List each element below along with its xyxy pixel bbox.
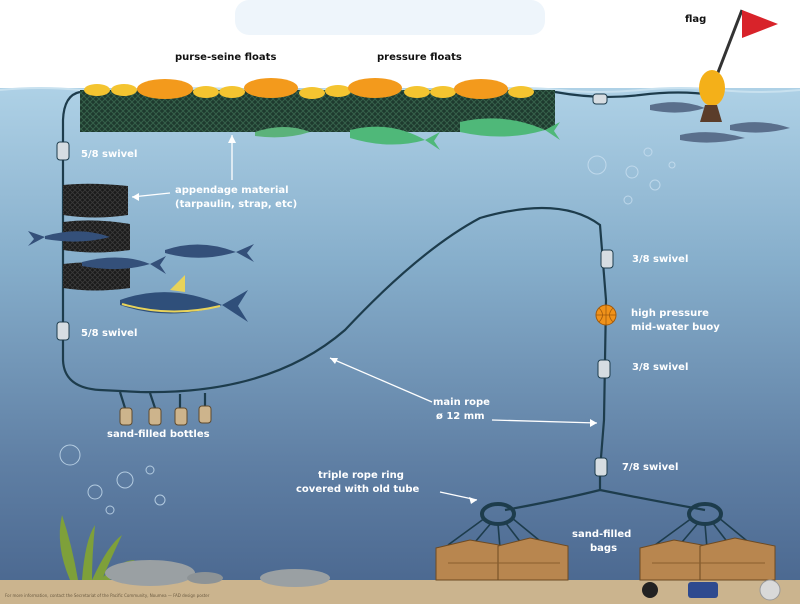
sandbag-icon bbox=[435, 537, 776, 581]
label-swivel-bottom: 7/8 swivel bbox=[622, 462, 678, 473]
label-swivel-top: 5/8 swivel bbox=[81, 149, 137, 160]
rock-icon bbox=[105, 560, 195, 586]
label-rope-diameter: ø 12 mm bbox=[436, 411, 485, 422]
tuna-icon bbox=[650, 102, 790, 143]
purse-seine-net bbox=[80, 90, 555, 132]
label-swivel-right2: 3/8 swivel bbox=[632, 362, 688, 373]
rope bbox=[61, 90, 713, 512]
mahi-mahi-icon bbox=[255, 118, 560, 150]
rock-icon bbox=[187, 572, 223, 584]
label-bags: bags bbox=[590, 543, 617, 554]
rock-icon bbox=[260, 569, 330, 587]
label-buoy-line2: mid-water buoy bbox=[631, 322, 720, 333]
credit-line: For more information, contact the Secret… bbox=[5, 593, 210, 598]
label-buoy-line1: high pressure bbox=[631, 308, 709, 319]
bag-ropes bbox=[447, 517, 753, 549]
swivel-icon bbox=[56, 93, 614, 477]
label-appendage-examples: (tarpaulin, strap, etc) bbox=[175, 199, 297, 210]
label-purse-seine-floats: purse-seine floats bbox=[175, 52, 276, 63]
bottle-icon bbox=[119, 405, 212, 426]
logo-icons bbox=[642, 579, 781, 601]
flag-icon bbox=[699, 9, 778, 122]
buoy-icon bbox=[595, 304, 617, 326]
appendage-material bbox=[63, 183, 130, 291]
label-rope-ring: triple rope ring bbox=[318, 470, 404, 481]
water bbox=[0, 88, 800, 588]
label-swivel-right1: 3/8 swivel bbox=[632, 254, 688, 265]
cloud bbox=[235, 0, 545, 35]
tuna-icon bbox=[165, 244, 254, 262]
tuna-icon bbox=[28, 231, 110, 246]
float-icon bbox=[84, 78, 534, 99]
seabed bbox=[0, 580, 800, 604]
label-flag: flag bbox=[685, 14, 706, 25]
label-appendage-material: appendage material bbox=[175, 185, 289, 196]
label-swivel-mid: 5/8 swivel bbox=[81, 328, 137, 339]
label-sand-bags: sand-filled bbox=[572, 529, 631, 540]
tuna-icon bbox=[82, 256, 166, 274]
label-main-rope: main rope bbox=[433, 397, 490, 408]
tuna-icon bbox=[120, 275, 248, 322]
bubble-icon bbox=[59, 147, 676, 515]
label-ring-tube: covered with old tube bbox=[296, 484, 419, 495]
label-sand-bottles: sand-filled bottles bbox=[107, 429, 210, 440]
label-pressure-floats: pressure floats bbox=[377, 52, 462, 63]
arrow-heads bbox=[110, 68, 597, 504]
